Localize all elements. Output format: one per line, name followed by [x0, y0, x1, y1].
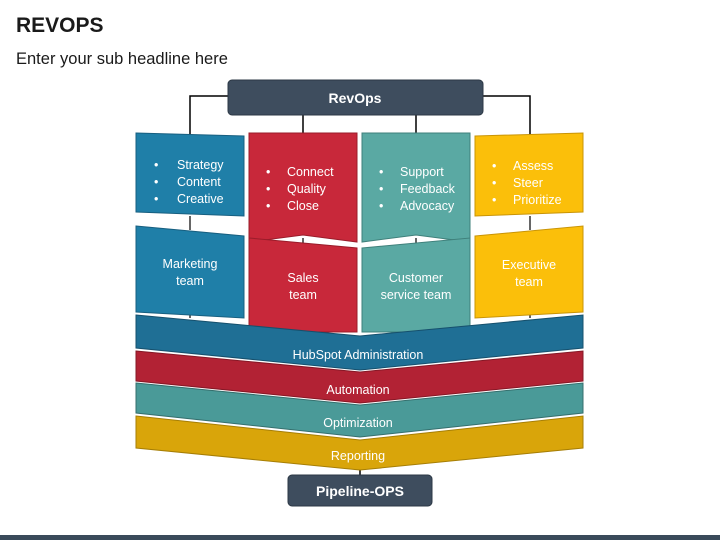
connector-right: [483, 95, 531, 135]
column-2-team-box: [248, 237, 358, 333]
column-2-bullet-1: •: [266, 165, 270, 179]
column-4-bullet-1-text: Assess: [513, 159, 553, 173]
column-1-bullet-2-text: Content: [177, 175, 221, 189]
column-2-bullet-2: •: [266, 182, 270, 196]
bottom-bar-shape: [287, 474, 433, 507]
column-2-team-line-2: team: [289, 288, 317, 302]
column-1-team-line-2: team: [176, 274, 204, 288]
band-hubspot-label: HubSpot Administration: [293, 348, 424, 362]
column-1-team-line-1: Marketing: [163, 257, 218, 271]
column-1-team-box: [135, 225, 245, 319]
column-3-bullet-2: •: [379, 182, 383, 196]
column-3-bullet-3-text: Advocacy: [400, 199, 455, 213]
band-hubspot-administration: HubSpot Administration: [135, 314, 584, 371]
page-subtitle: Enter your sub headline here: [16, 50, 228, 68]
column-1-top-box: [135, 132, 245, 217]
column-3-team-line-2: service team: [381, 288, 452, 302]
band-optimization: Optimization: [135, 382, 584, 438]
band-automation-shape: [135, 350, 584, 404]
column-1-bullet-3-text: Creative: [177, 192, 224, 206]
bottom-bar: Pipeline-OPS: [287, 474, 433, 507]
column-2-bullet-2-text: Quality: [287, 182, 327, 196]
column-4-bullet-3-text: Prioritize: [513, 193, 562, 207]
column-4-bullet-2: •: [492, 176, 496, 190]
column-2-bullet-3-text: Close: [287, 199, 319, 213]
column-3-bullet-3: •: [379, 199, 383, 213]
column-1-bullet-3: •: [154, 192, 158, 206]
column-sales: • Connect • Quality • Close Sales team: [248, 132, 358, 333]
column-4-bullet-2-text: Steer: [513, 176, 543, 190]
column-1-bullet-1: •: [154, 158, 158, 172]
band-reporting: Reporting: [135, 415, 584, 471]
column-3-team-line-1: Customer: [389, 271, 443, 285]
band-optimization-shape: [135, 382, 584, 438]
column-3-team-box: [361, 237, 471, 333]
band-automation-label: Automation: [326, 383, 389, 397]
page-title: REVOPS: [16, 14, 104, 37]
column-4-bullet-1: •: [492, 159, 496, 173]
column-2-bullet-1-text: Connect: [287, 165, 334, 179]
column-executive: • Assess • Steer • Prioritize Executive …: [474, 132, 584, 319]
connector-left: [189, 95, 228, 135]
column-2-team-line-1: Sales: [287, 271, 318, 285]
column-2-bullet-3: •: [266, 199, 270, 213]
column-3-top-box: [361, 132, 471, 243]
column-4-team-line-1: Executive: [502, 258, 556, 272]
top-bar-label: RevOps: [329, 90, 382, 106]
bottom-bar-label: Pipeline-OPS: [316, 483, 404, 499]
column-1-bullet-1-text: Strategy: [177, 158, 224, 172]
column-customer-service: • Support • Feedback • Advocacy Customer…: [361, 132, 471, 333]
column-3-bullet-1-text: Support: [400, 165, 444, 179]
column-2-top-box: [248, 132, 358, 243]
band-reporting-shape: [135, 415, 584, 471]
column-3-bullet-1: •: [379, 165, 383, 179]
footer-strip: [0, 535, 720, 540]
column-4-top-box: [474, 132, 584, 217]
column-4-bullet-3: •: [492, 193, 496, 207]
band-optimization-label: Optimization: [323, 416, 393, 430]
column-3-bullet-2-text: Feedback: [400, 182, 456, 196]
connector-lines: [189, 95, 531, 478]
top-bar: RevOps: [227, 79, 484, 116]
column-4-team-box: [474, 225, 584, 319]
band-automation: Automation: [135, 350, 584, 404]
top-bar-shape: [227, 79, 484, 116]
column-1-bullet-2: •: [154, 175, 158, 189]
column-marketing: • Strategy • Content • Creative Marketin…: [135, 132, 245, 319]
band-reporting-label: Reporting: [331, 449, 385, 463]
band-hubspot-shape: [135, 314, 584, 371]
column-4-team-line-2: team: [515, 275, 543, 289]
